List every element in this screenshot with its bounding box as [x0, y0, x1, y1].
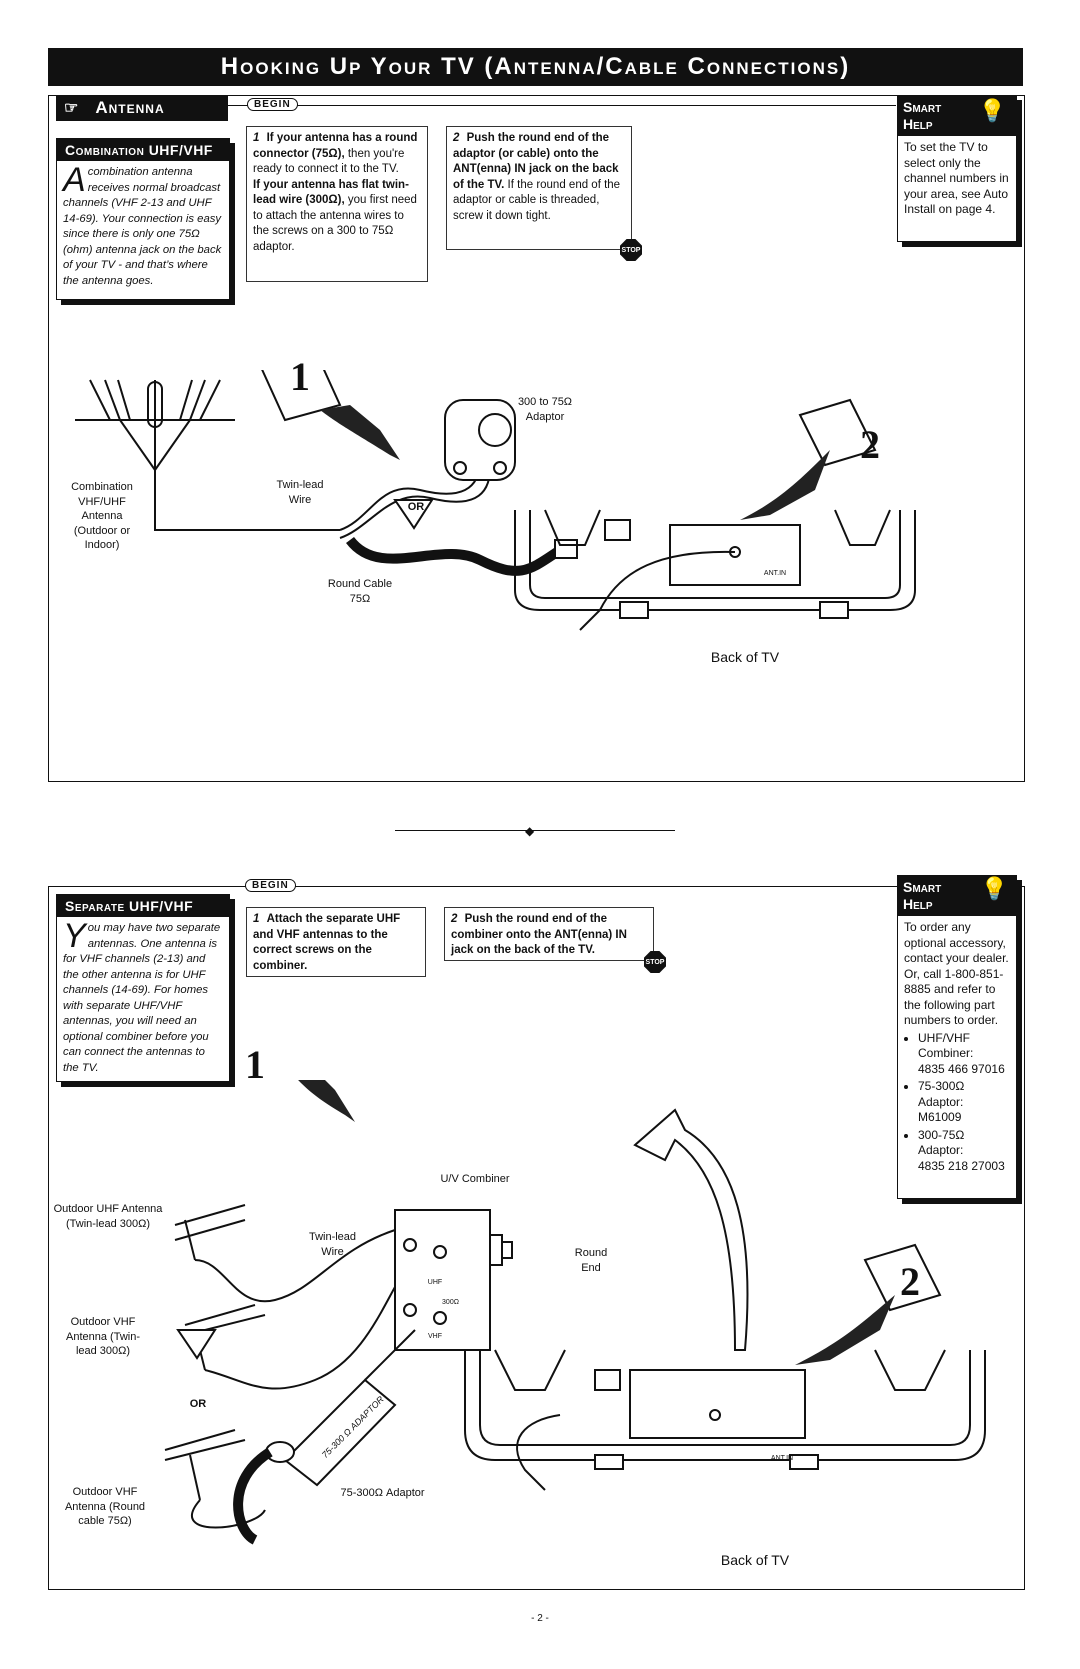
label-vhf: VHF [428, 1333, 442, 1340]
section-tab-label: Antenna [95, 98, 165, 117]
part-number: 4835 466 97016 [918, 1061, 1005, 1076]
label-twin-lead-s2: Twin-lead Wire [308, 1231, 357, 1258]
label-back-of-tv: Back of TV [710, 649, 780, 665]
label-ant-in: ANT.IN [763, 570, 787, 577]
combination-antenna-drawing [75, 379, 340, 531]
label-uhf: UHF [427, 1279, 443, 1286]
intro-body: A combination antenna receives normal br… [57, 161, 229, 293]
page-number: - 2 - [531, 1613, 549, 1624]
intro-heading-2: Separate UHF/VHF [57, 895, 229, 917]
step2-number-2: 2 [451, 913, 458, 925]
part-number: M61009 [918, 1110, 962, 1124]
intro-text-2: ou may have two separate antennas. One a… [63, 922, 221, 1074]
smart-help-heading-2: Smart Help 💡 [898, 876, 1016, 916]
part-name: 300-75Ω Adaptor: [918, 1127, 965, 1158]
step2-box-2: 2 Push the round end of the combiner ont… [444, 907, 654, 961]
step1-number-2: 1 [253, 913, 260, 925]
part-number: 4835 218 27003 [918, 1158, 1005, 1173]
lightbulb-icon: 💡 [978, 98, 1006, 123]
label-round-cable: Round Cable 75Ω [327, 578, 393, 605]
label-or: OR [407, 501, 425, 513]
back-of-tv-drawing [514, 509, 916, 631]
divider-ornament-icon: ◆ [525, 824, 535, 838]
smart-help-text: To set the TV to select only the channel… [904, 140, 1009, 216]
label-300-ohm: 300Ω [442, 1299, 459, 1306]
pointing-hand-2-icon-2 [795, 1243, 942, 1365]
help-label: Help [903, 116, 933, 132]
page-title-bar: Hooking Up Your TV (Antenna/Cable Connec… [48, 48, 1023, 86]
begin-badge-2: BEGIN [245, 879, 296, 892]
label-adaptor-s2: 75-300Ω Adaptor [340, 1487, 425, 1499]
label-vhf-antenna-2: Outdoor VHF Antenna (Round cable 75Ω) [64, 1486, 146, 1527]
lightbulb-icon-2: 💡 [980, 876, 1008, 901]
antenna-section-tab: ☞ Antenna [56, 95, 228, 121]
smart-help-heading: Smart Help 💡 [898, 96, 1016, 136]
vhf-round-antenna-drawing [164, 1429, 266, 1529]
smart-help-box-2: Smart Help 💡 To order any optional acces… [897, 875, 1017, 1199]
label-big-2-s2: 2 [900, 1259, 920, 1304]
smart-label-2: Smart [903, 879, 942, 895]
smart-help-box: Smart Help 💡 To set the TV to select onl… [897, 95, 1017, 242]
begin-badge: BEGIN [247, 98, 298, 111]
parts-list-item: UHF/VHF Combiner:4835 466 97016 [918, 1031, 1010, 1078]
label-or-s2: OR [189, 1398, 207, 1410]
pointing-hand-2-icon [740, 398, 877, 520]
separate-intro-box: Separate UHF/VHF Y ou may have two separ… [56, 894, 230, 1082]
step2-bold: Push the round end of the adaptor (or ca… [453, 132, 619, 191]
uhf-antenna-drawing [174, 1204, 396, 1303]
label-uv-combiner: U/V Combiner [440, 1173, 510, 1185]
pointing-hand-1-icon-2 [298, 1080, 355, 1122]
label-big-1: 1 [290, 354, 310, 399]
smart-help-body-2: To order any optional accessory, contact… [898, 916, 1016, 1180]
stop-sign-icon: STOP [620, 239, 642, 261]
step1-box: 1 If your antenna has a round connector … [246, 126, 428, 282]
step2-number: 2 [453, 132, 460, 144]
step2-bold-2: Push the round end of the combiner onto … [451, 913, 627, 956]
step1-bold-2: Attach the separate UHF and VHF antennas… [253, 913, 401, 972]
label-big-2: 2 [860, 422, 880, 467]
vhf-antenna-drawing [184, 1269, 406, 1390]
combiner-drawing [394, 1209, 491, 1351]
label-vhf-antenna-1: Outdoor VHF Antenna (Twin-lead 300Ω) [66, 1316, 140, 1357]
smart-help-text-2: To order any optional accessory, contact… [904, 920, 1009, 1027]
begin-line [228, 105, 896, 106]
parts-list-item: 300-75Ω Adaptor:4835 218 27003 [918, 1128, 1010, 1175]
step2-text: If the round end of the adaptor or cable… [453, 178, 621, 222]
label-twin-lead: Twin-lead Wire [276, 479, 324, 506]
hand-icon: ☞ [64, 100, 80, 117]
back-of-tv-drawing-2 [464, 1349, 986, 1491]
page-title: Hooking Up Your TV (Antenna/Cable Connec… [220, 53, 851, 80]
label-round-end: Round End [574, 1247, 608, 1274]
smart-label: Smart [903, 99, 942, 115]
step1-text-b: you first need to attach the antenna wir… [253, 194, 417, 253]
label-uhf-antenna: Outdoor UHF Antenna (Twin-lead 300Ω) [53, 1203, 163, 1230]
pointing-hand-1-icon [261, 370, 400, 460]
separate-antenna-diagram [164, 1080, 986, 1545]
label-antenna: Combination VHF/UHF Antenna (Outdoor or … [71, 481, 133, 551]
help-label-2: Help [903, 896, 933, 912]
label-big-1-s2: 1 [245, 1042, 265, 1087]
step1-box-2: 1 Attach the separate UHF and VHF antenn… [246, 907, 426, 977]
step1-bold-b: If your antenna has flat twin-lead wire … [253, 178, 409, 207]
step1-bold-a: If your antenna has a round connector (7… [253, 132, 418, 160]
step2-box: 2 Push the round end of the adaptor (or … [446, 126, 632, 250]
section-divider [395, 830, 675, 831]
intro-dropcap-2: Y [63, 917, 86, 955]
parts-list-item: 75-300Ω Adaptor:M61009 [918, 1079, 1010, 1126]
step1-number: 1 [253, 132, 260, 144]
part-name: UHF/VHF Combiner: [918, 1030, 974, 1061]
label-adaptor: 300 to 75Ω Adaptor [517, 396, 573, 423]
stop-sign-icon-2: STOP [644, 951, 666, 973]
step1-text-a: then you're ready to connect it to the T… [253, 147, 405, 176]
combination-intro-box: Combination UHF/VHF A combination antenn… [56, 138, 230, 300]
part-name: 75-300Ω Adaptor: [918, 1079, 965, 1109]
label-back-of-tv-s2: Back of TV [720, 1552, 790, 1568]
intro-dropcap: A [63, 161, 86, 199]
intro-heading: Combination UHF/VHF [57, 139, 229, 161]
intro-text: combination antenna receives normal broa… [63, 166, 222, 287]
intro-body-2: Y ou may have two separate antennas. One… [57, 917, 229, 1080]
label-ant-in-s2: ANT.IN [770, 1455, 794, 1462]
antenna-diagram [75, 370, 916, 631]
parts-list: UHF/VHF Combiner:4835 466 97016 75-300Ω … [904, 1031, 1010, 1175]
